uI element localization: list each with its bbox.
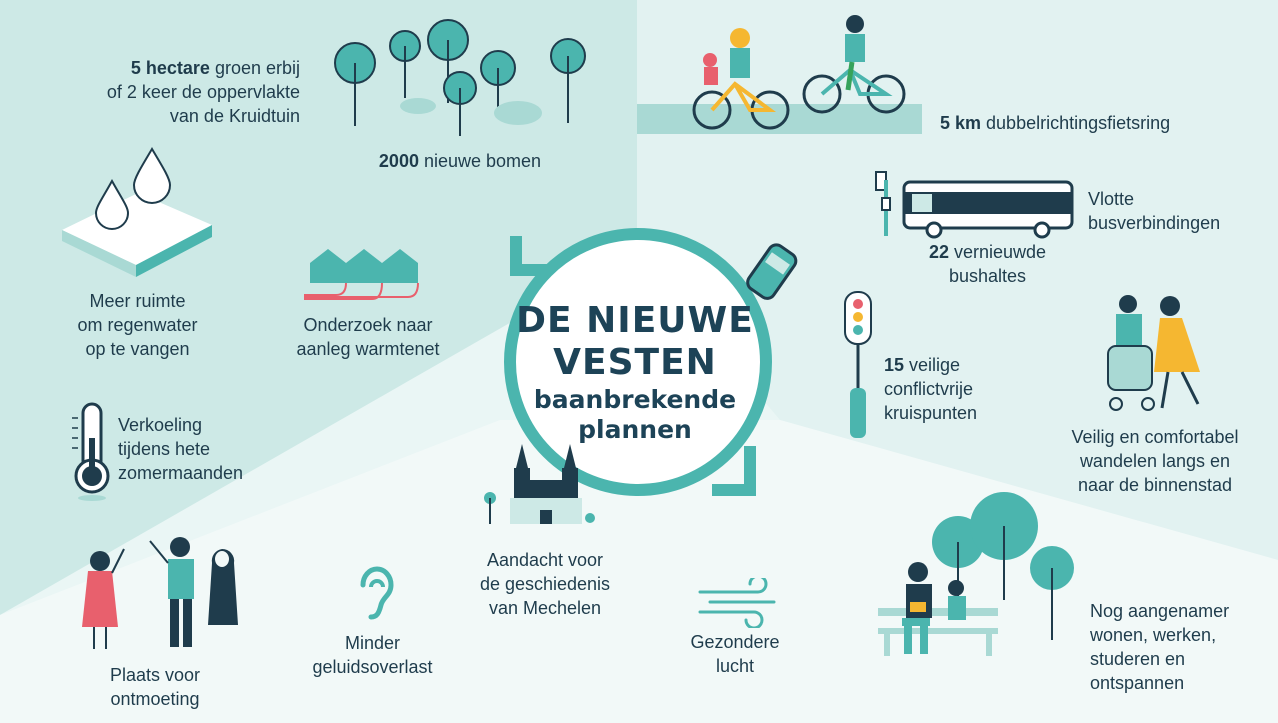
walking-l1: Veilig en comfortabel [1071,427,1239,447]
cooling-text: Verkoeling tijdens hete zomermaanden [118,413,278,485]
living-l2: wonen, werken, [1090,625,1217,645]
cooling-l2: tijdens hete [118,439,211,459]
heat-network-l1: Onderzoek naar [303,315,433,335]
subtitle-line-2: plannen [578,415,692,444]
crossings-l1: veilige [904,355,961,375]
noise-text: Minder geluidsoverlast [285,631,460,679]
city-gate-icon [484,444,595,524]
green-area-l2: of 2 keer de oppervlakte [106,82,300,102]
bike-ring-rest: dubbelrichtingsfietsring [981,113,1171,133]
bus-icon [875,171,1074,239]
bike-ring-bold: 5 km [940,113,982,133]
title-line-2: VESTEN [553,342,717,383]
rainwater-l3: op te vangen [85,339,190,359]
title-line-1: DE NIEUWE [516,300,754,341]
main-title: DE NIEUWE VESTEN baanbrekende plannen [500,300,770,444]
crossings-l3: kruispunten [884,403,978,423]
living-l4: ontspannen [1090,673,1185,693]
trees-icon [334,19,586,136]
crossings-l2: conflictvrije [884,379,974,399]
rainwater-text: Meer ruimte om regenwater op te vangen [40,289,235,361]
traffic-light-icon [844,291,872,438]
living-l1: Nog aangenamer [1090,601,1230,621]
walking-family-icon [1107,295,1200,411]
rainwater-l2: om regenwater [77,315,198,335]
heat-network-l2: aanleg warmtenet [296,339,440,359]
cooling-l1: Verkoeling [118,415,203,435]
car-icon [746,243,798,300]
bus-l2: busverbindingen [1088,213,1221,233]
history-l3: van Mechelen [488,598,602,618]
noise-l1: Minder [344,633,401,653]
rainwater-l1: Meer ruimte [89,291,186,311]
crossings-text: 15 veilige conflictvrije kruispunten [884,353,1034,425]
history-l2: de geschiedenis [479,574,611,594]
walking-text: Veilig en comfortabel wandelen langs en … [1045,425,1265,497]
meeting-l2: ontmoeting [110,689,200,709]
trees-bold: 2000 [378,151,419,171]
crossings-bold: 15 [884,355,905,375]
circular-arrows-ring [504,228,772,496]
thermometer-icon [72,402,110,501]
meeting-text: Plaats voor ontmoeting [75,663,235,711]
living-text: Nog aangenamer wonen, werken, studeren e… [1090,599,1270,695]
heat-network-text: Onderzoek naar aanleg warmtenet [268,313,468,361]
green-area-bold: 5 hectare [130,58,210,78]
trees-text: 2000 nieuwe bomen [340,149,580,173]
meeting-l1: Plaats voor [109,665,201,685]
people-meeting-icon [82,537,238,649]
ear-icon [360,566,394,620]
bench-park-icon [878,492,1074,656]
green-area-text: 5 hectare groen erbij of 2 keer de opper… [40,56,300,128]
bus-stops-text: 22 vernieuwde bushaltes [900,240,1075,288]
living-l3: studeren en [1090,649,1186,669]
bus-l1: Vlotte [1088,189,1135,209]
bus-stops-l1: vernieuwde [948,242,1047,262]
air-l1: Gezondere [690,632,780,652]
bus-stops-l2: bushaltes [948,266,1027,286]
green-area-l3: van de Kruidtuin [169,106,300,126]
bus-text: Vlotte busverbindingen [1088,187,1268,235]
raindrops-icon [62,147,212,277]
cooling-l3: zomermaanden [118,463,244,483]
walking-l3: naar de binnenstad [1077,475,1233,495]
bike-ring-text: 5 km dubbelrichtingsfietsring [940,111,1260,135]
noise-l2: geluidsoverlast [312,657,433,677]
bus-stops-bold: 22 [928,242,949,262]
trees-rest: nieuwe bomen [418,151,542,171]
history-l1: Aandacht voor [486,550,604,570]
air-l2: lucht [715,656,755,676]
subtitle-line-1: baanbrekende [533,385,737,414]
heat-network-icon [304,249,419,300]
walking-l2: wandelen langs en [1079,451,1231,471]
wind-icon [698,578,776,628]
bicycles-icon [692,15,906,130]
history-text: Aandacht voor de geschiedenis van Mechel… [455,548,635,620]
green-area-l1: groen erbij [209,58,300,78]
air-text: Gezondere lucht [665,630,805,678]
